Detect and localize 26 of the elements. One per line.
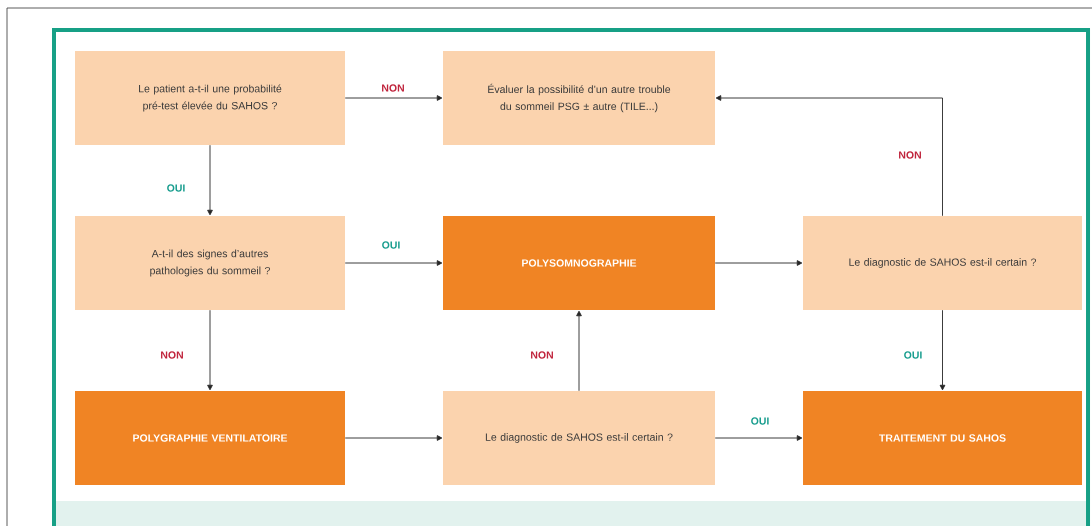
edge-label: NON bbox=[529, 350, 555, 360]
question-box: Évaluer la possibilité d’un autre trouble du sommeil PSG ± autre (TILE...) bbox=[443, 51, 715, 145]
arrow bbox=[576, 310, 582, 392]
edge-label: OUI bbox=[902, 350, 924, 360]
arrow bbox=[344, 260, 443, 266]
edge-label: OUI bbox=[749, 416, 771, 426]
question-box: Le diagnostic de SAHOS est-il certain ? bbox=[443, 391, 715, 485]
action-box: POLYGRAPHIE VENTILATOIRE bbox=[75, 391, 345, 485]
arrow bbox=[344, 435, 443, 441]
arrow bbox=[207, 309, 213, 391]
question-box: Le patient a-t-il une probabilité pré-test élevée du SAHOS ? bbox=[75, 51, 345, 145]
arrow bbox=[714, 435, 803, 441]
arrow bbox=[344, 95, 443, 101]
edge-label: OUI bbox=[165, 183, 187, 193]
action-box: TRAITEMENT DU SAHOS bbox=[803, 391, 1082, 485]
question-box: Le diagnostic de SAHOS est-il certain ? bbox=[803, 216, 1082, 310]
question-box: A-t-il des signes d’autres pathologies du sommeil ? bbox=[75, 216, 345, 310]
action-box: POLYSOMNOGRAPHIE bbox=[443, 216, 715, 310]
edge-label: NON bbox=[159, 350, 185, 360]
arrow bbox=[939, 309, 946, 391]
edge-label: NON bbox=[380, 83, 406, 93]
arrow bbox=[207, 144, 213, 216]
edge-label: NON bbox=[897, 150, 923, 160]
edge-label: OUI bbox=[380, 240, 402, 250]
arrow bbox=[714, 260, 803, 266]
arrow bbox=[715, 95, 943, 217]
